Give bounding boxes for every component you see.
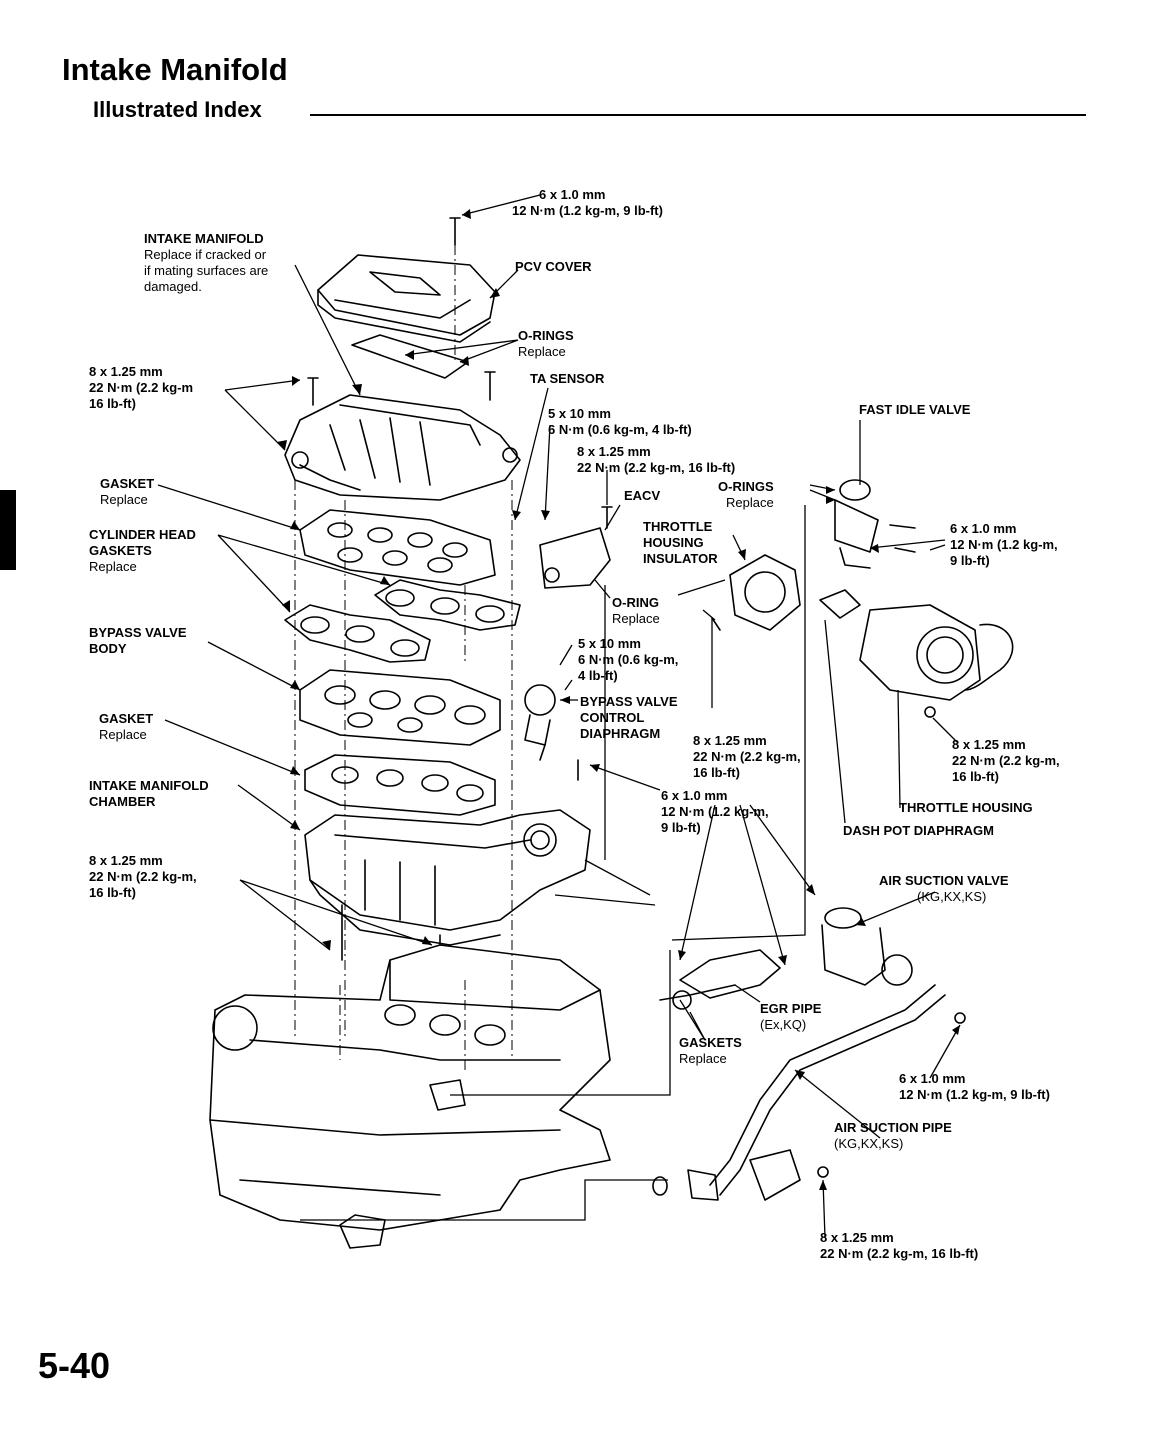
alignment-lines bbox=[294, 245, 513, 1070]
spec-fast-idle-bolt: 6 x 1.0 mm 12 N·m (1.2 kg-m, 9 lb-ft) bbox=[950, 521, 1058, 568]
spec-left-bolt-lower: 8 x 1.25 mm 22 N·m (2.2 kg-m, 16 lb-ft) bbox=[89, 853, 197, 900]
subtitle-rule bbox=[310, 114, 1086, 116]
section-thumb-tab bbox=[0, 490, 16, 570]
label-cylinder-head-gaskets: CYLINDER HEAD GASKETS Replace bbox=[89, 527, 196, 574]
label-egr-pipe: EGR PIPE (Ex,KQ) bbox=[760, 1001, 822, 1032]
label-air-suction-valve: AIR SUCTION VALVE (KG,KX,KS) bbox=[879, 873, 1009, 904]
air-suction-valve-part bbox=[821, 907, 913, 986]
spec-throttle-nut: 8 x 1.25 mm 22 N·m (2.2 kg-m, 16 lb-ft) bbox=[952, 737, 1060, 784]
spec-top-bolt: 6 x 1.0 mm 12 N·m (1.2 kg-m, 9 lb-ft) bbox=[512, 187, 663, 218]
engine-block-part bbox=[209, 944, 611, 1249]
bypass-valve-body-part bbox=[299, 669, 501, 746]
upper-gasket-part bbox=[299, 509, 496, 586]
spec-bypass-bolt: 5 x 10 mm 6 N·m (0.6 kg-m, 4 lb-ft) bbox=[578, 636, 679, 683]
throttle-insulator-part bbox=[729, 554, 801, 631]
spec-ta-sensor-bolt: 5 x 10 mm 6 N·m (0.6 kg-m, 4 lb-ft) bbox=[548, 406, 692, 437]
intake-manifold-chamber-part bbox=[304, 809, 591, 946]
throttle-housing-part bbox=[819, 589, 1014, 701]
label-o-rings-top: O-RINGS Replace bbox=[518, 328, 574, 359]
label-pcv-cover: PCV COVER bbox=[515, 259, 592, 274]
label-fast-idle-valve: FAST IDLE VALVE bbox=[859, 402, 971, 417]
label-gasket-upper: GASKET Replace bbox=[100, 476, 155, 507]
bypass-control-diaphragm-part bbox=[524, 684, 556, 761]
spec-eacv-bolt: 8 x 1.25 mm 22 N·m (2.2 kg-m, 16 lb-ft) bbox=[577, 444, 736, 475]
label-bypass-valve-body: BYPASS VALVE BODY bbox=[89, 625, 187, 656]
spec-left-bolt-upper: 8 x 1.25 mm 22 N·m (2.2 kg-m 16 lb-ft) bbox=[89, 364, 194, 411]
label-gasket-lower: GASKET Replace bbox=[99, 711, 154, 742]
label-throttle-housing-insulator: THROTTLE HOUSING INSULATOR bbox=[643, 519, 718, 566]
label-ta-sensor: TA SENSOR bbox=[530, 371, 605, 386]
spec-bottom-bolt: 8 x 1.25 mm 22 N·m (2.2 kg-m, 16 lb-ft) bbox=[820, 1230, 979, 1261]
spec-insulator-bolt: 8 x 1.25 mm 22 N·m (2.2 kg-m, 16 lb-ft) bbox=[693, 733, 801, 780]
arrow-heads bbox=[277, 209, 960, 1190]
label-throttle-housing: THROTTLE HOUSING bbox=[899, 800, 1033, 815]
label-o-ring: O-RING Replace bbox=[612, 595, 660, 626]
spec-egr-bolt: 6 x 1.0 mm 12 N·m (1.2 kg-m, 9 lb-ft) bbox=[661, 788, 769, 835]
label-bypass-valve-control-diaphragm: BYPASS VALVE CONTROL DIAPHRAGM bbox=[580, 694, 678, 741]
air-suction-pipe-part bbox=[652, 984, 946, 1201]
section-subtitle: Illustrated Index bbox=[93, 97, 262, 122]
bolts-and-nuts bbox=[307, 217, 966, 1178]
label-air-suction-pipe: AIR SUCTION PIPE (KG,KX,KS) bbox=[834, 1120, 952, 1151]
page-title: Intake Manifold bbox=[62, 52, 288, 87]
label-gaskets: GASKETS Replace bbox=[679, 1035, 742, 1066]
spec-air-pipe-bolt: 6 x 1.0 mm 12 N·m (1.2 kg-m, 9 lb-ft) bbox=[899, 1071, 1050, 1102]
cylinder-head-gaskets-part bbox=[284, 579, 521, 663]
label-o-rings-right: O-RINGS Replace bbox=[718, 479, 774, 510]
label-eacv: EACV bbox=[624, 488, 661, 503]
label-dash-pot-diaphragm: DASH POT DIAPHRAGM bbox=[843, 823, 994, 838]
intake-manifold-part bbox=[284, 394, 521, 501]
fast-idle-valve-part bbox=[834, 479, 879, 569]
eacv-part bbox=[539, 527, 611, 589]
leader-lines bbox=[157, 194, 961, 1239]
label-intake-manifold: INTAKE MANIFOLD Replace if cracked or if… bbox=[144, 231, 269, 294]
label-intake-manifold-chamber: INTAKE MANIFOLD CHAMBER bbox=[89, 778, 209, 809]
lower-gasket-part bbox=[304, 754, 496, 816]
pcv-cover-part bbox=[317, 254, 496, 343]
page-number: 5-40 bbox=[38, 1345, 111, 1386]
